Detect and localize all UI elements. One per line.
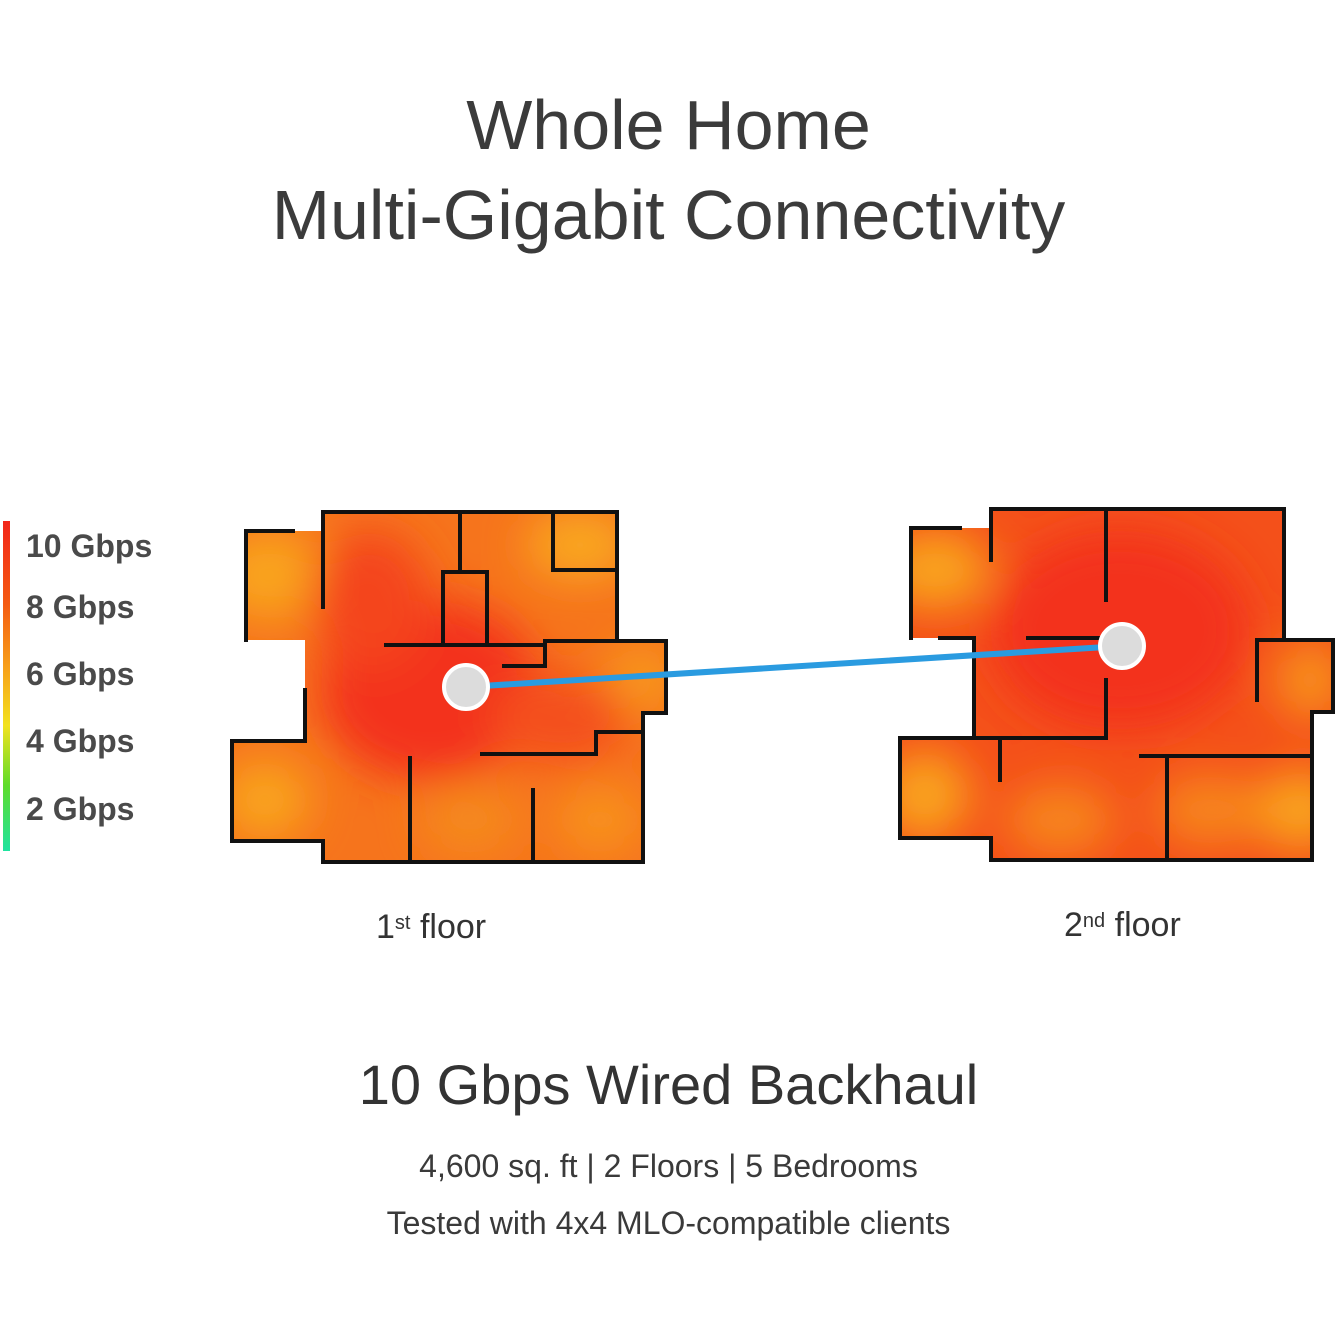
floor1-number: 1 [376, 908, 395, 946]
floor2-number: 2 [1064, 906, 1083, 944]
floor2-walls [898, 507, 1335, 862]
floor2-word: floor [1114, 906, 1181, 944]
legend-label-10: 10 Gbps [26, 528, 153, 564]
test-note: Tested with 4x4 MLO-compatible clients [386, 1205, 951, 1241]
legend-label-2: 2 Gbps [26, 791, 135, 827]
floor1-walls [230, 510, 668, 864]
floor2-heat [900, 509, 1333, 860]
floor2-suffix: nd [1082, 910, 1106, 932]
legend-gradient-bar [3, 521, 10, 851]
router-node-floor2 [1098, 622, 1146, 670]
legend-label-6: 6 Gbps [26, 656, 135, 692]
legend-label-4: 4 Gbps [26, 723, 135, 759]
title-line-1: Whole Home [466, 86, 871, 164]
floor1-label: 1st floor [376, 907, 486, 947]
floor1-word: floor [419, 908, 487, 946]
floor2-label: 2nd floor [1064, 905, 1181, 945]
floor1-suffix: st [394, 912, 411, 934]
backhaul-heading: 10 Gbps Wired Backhaul [358, 1053, 979, 1116]
home-specs: 4,600 sq. ft | 2 Floors | 5 Bedrooms [419, 1148, 918, 1184]
wired-backhaul-line [463, 643, 1125, 690]
legend-label-8: 8 Gbps [26, 589, 135, 625]
title-line-2: Multi-Gigabit Connectivity [271, 176, 1066, 254]
router-node-floor1 [442, 663, 490, 711]
